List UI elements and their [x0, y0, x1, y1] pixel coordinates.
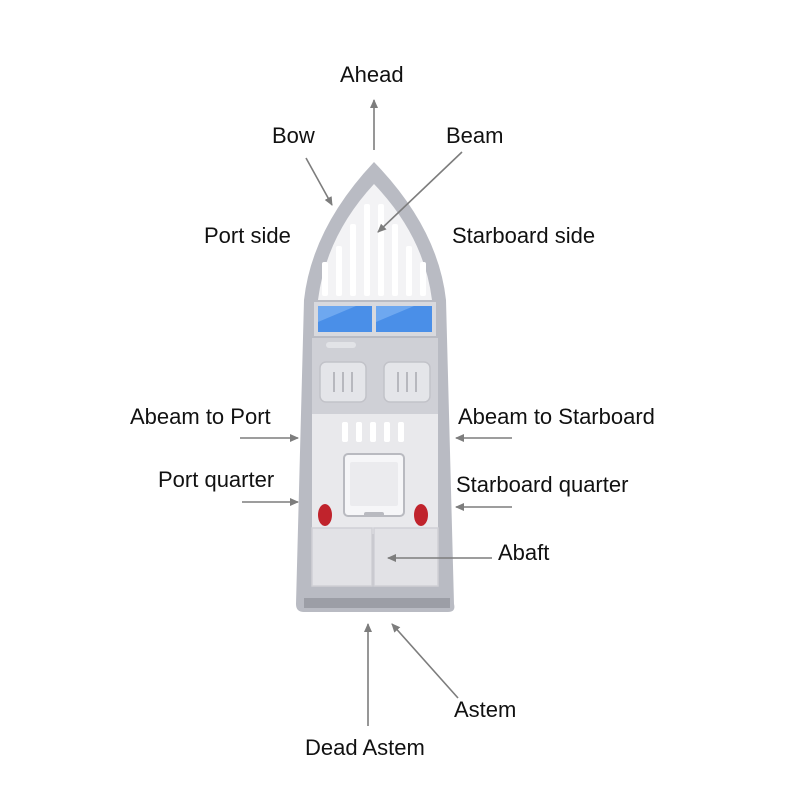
stern-left-panel	[311, 527, 373, 587]
label-ahead: Ahead	[340, 62, 404, 87]
deck-stripes	[322, 204, 426, 296]
label-dead-astem: Dead Astem	[305, 735, 425, 760]
windshield	[314, 302, 436, 336]
seats	[319, 361, 431, 403]
beam-arrow	[377, 151, 463, 233]
label-astem: Astem	[454, 697, 517, 722]
label-starboard-side: Starboard side	[452, 223, 596, 248]
boat	[296, 162, 455, 612]
label-bow: Bow	[272, 123, 315, 148]
label-abeam-starboard: Abeam to Starboard	[458, 404, 655, 429]
label-beam: Beam	[446, 123, 504, 148]
label-port-quarter: Port quarter	[158, 467, 275, 492]
arrows	[240, 99, 512, 726]
label-port-side: Port side	[204, 223, 291, 248]
label-abaft: Abaft	[498, 540, 550, 565]
astem-arrow	[391, 623, 459, 699]
transom	[304, 598, 450, 608]
label-starboard-quarter: Starboard quarter	[456, 472, 629, 497]
bow-arrow	[305, 157, 333, 206]
label-abeam-port: Abeam to Port	[130, 404, 271, 429]
starboard-tail-light	[414, 504, 428, 526]
bow-deck	[318, 184, 432, 300]
stern-right-panel	[373, 527, 439, 587]
port-tail-light	[318, 504, 332, 526]
